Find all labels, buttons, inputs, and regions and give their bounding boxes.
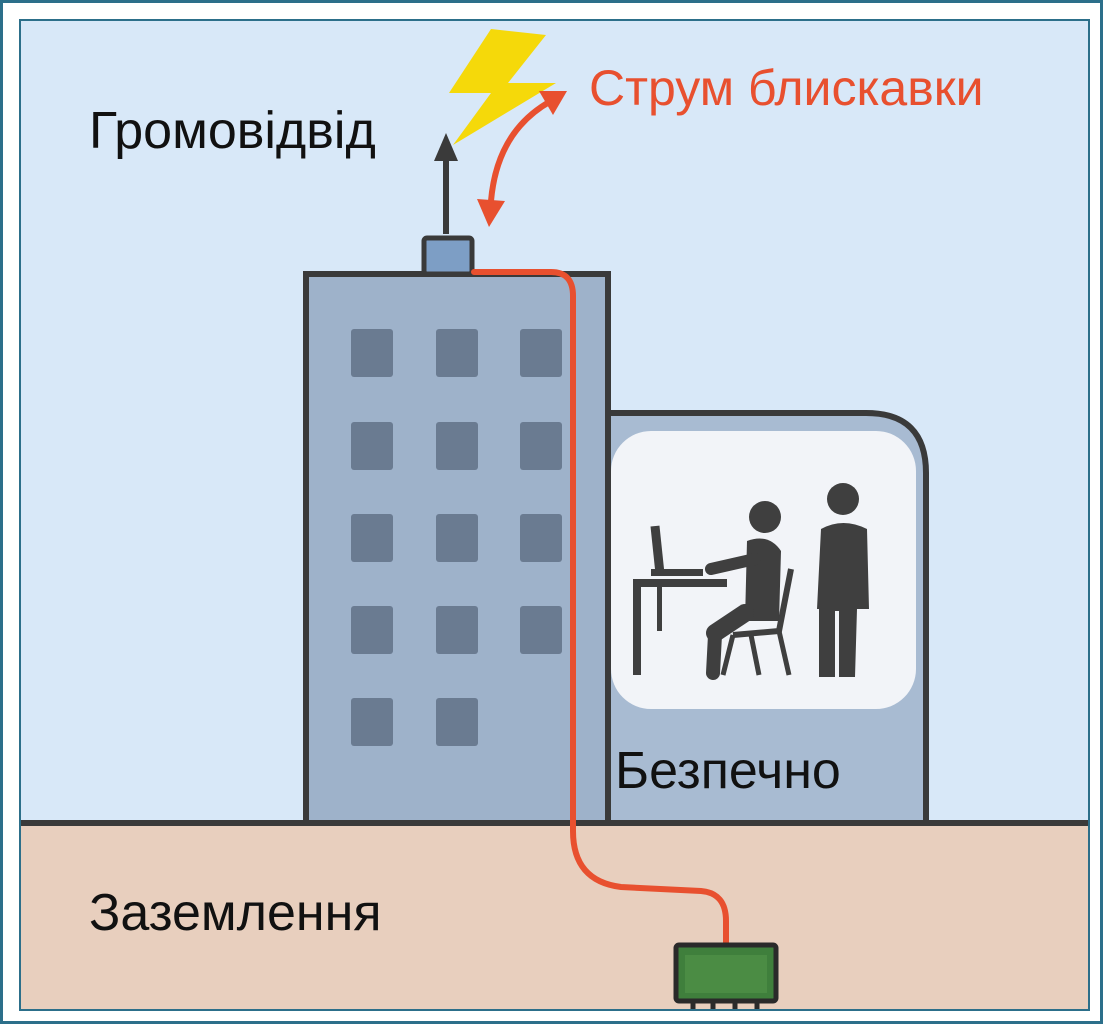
ground-electrode: [673, 942, 779, 1009]
window: [351, 422, 393, 470]
lightning-rod-label: Громовідвід: [89, 102, 376, 160]
window: [351, 606, 393, 654]
diagram-drawing: [21, 21, 1088, 1009]
window: [436, 698, 478, 746]
window: [436, 606, 478, 654]
diagram-scene: Громовідвід Струм блискавки Безпечно Заз…: [19, 19, 1090, 1011]
grounding-label: Заземлення: [89, 884, 382, 942]
lightning-current-label: Струм блискавки: [589, 60, 984, 116]
safe-label: Безпечно: [615, 742, 841, 800]
window: [436, 329, 478, 377]
standing-person-icon: [817, 483, 869, 677]
window: [436, 422, 478, 470]
window: [520, 606, 562, 654]
window: [520, 329, 562, 377]
ground: [21, 823, 1088, 1009]
window: [351, 698, 393, 746]
window: [351, 329, 393, 377]
down-conductor: [471, 269, 729, 949]
window: [520, 514, 562, 562]
window: [520, 422, 562, 470]
window: [436, 514, 478, 562]
person-at-desk-icon: [633, 501, 794, 680]
lightning-rod: [421, 133, 475, 277]
current-double-arrow: [477, 91, 567, 227]
window: [351, 514, 393, 562]
building-windows: [351, 329, 562, 746]
lightning-bolt-icon: [449, 29, 556, 145]
